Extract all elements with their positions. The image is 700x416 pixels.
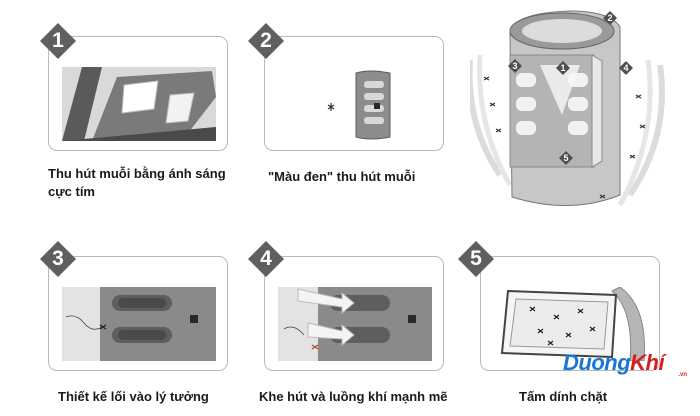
step-2-badge: 2 xyxy=(248,23,284,59)
step-5-panel xyxy=(480,256,660,371)
step-1-number: 1 xyxy=(52,29,64,52)
step-2-caption: "Màu đen" thu hút muỗi xyxy=(268,168,415,186)
mosquito-trap-device-illustration: 1 2 3 4 5 xyxy=(466,5,670,220)
step-1-caption-line1: Thu hút muỗi bằng ánh sáng xyxy=(48,166,226,181)
step-5-caption: Tấm dính chặt xyxy=(519,388,607,406)
step-4-caption: Khe hút và luồng khí mạnh mẽ xyxy=(259,388,448,406)
sticky-sheet-illustration xyxy=(494,287,648,361)
step-1-caption-line2: cực tím xyxy=(48,184,95,199)
step-4-caption-line1: Khe hút và luồng khí mạnh mẽ xyxy=(259,389,448,404)
hero-marker-2: 2 xyxy=(603,11,617,25)
step-2-caption-line1: "Màu đen" thu hút muỗi xyxy=(268,169,416,184)
step-5-caption-line1: Tấm dính chặt xyxy=(519,389,608,404)
hero-marker-4: 4 xyxy=(619,61,633,75)
step-2-number: 2 xyxy=(260,29,272,52)
step-5-number: 5 xyxy=(470,247,482,270)
step-2-panel xyxy=(264,36,444,151)
step-3-caption: Thiết kế lối vào lý tưởng xyxy=(58,388,209,406)
step-1-badge: 1 xyxy=(40,23,76,59)
uv-light-illustration xyxy=(62,67,216,141)
step-5-badge: 5 xyxy=(458,241,494,277)
step-3-panel xyxy=(48,256,228,371)
logo-main: Duong xyxy=(563,350,631,375)
step-3-number: 3 xyxy=(52,247,64,270)
hero-marker-1: 1 xyxy=(556,61,570,75)
logo-text: DuongKhí xyxy=(563,350,665,376)
airflow-illustration xyxy=(278,287,432,361)
step-1-panel xyxy=(48,36,228,151)
step-4-number: 4 xyxy=(260,247,272,270)
hero-marker-3: 3 xyxy=(508,59,522,73)
step-3-caption-line1: Thiết kế lối vào lý tưởng xyxy=(58,389,209,404)
hero-marker-5: 5 xyxy=(559,151,573,165)
step-1-caption: Thu hút muỗi bằng ánh sáng cực tím xyxy=(48,165,226,201)
step-3-badge: 3 xyxy=(40,241,76,277)
step-4-badge: 4 xyxy=(248,241,284,277)
duongkhi-logo: DuongKhí .vn xyxy=(563,350,693,378)
step-4-panel xyxy=(264,256,444,371)
entrance-design-illustration xyxy=(62,287,216,361)
logo-accent: Khí xyxy=(630,350,665,375)
logo-sub: .vn xyxy=(678,372,687,378)
black-color-illustration xyxy=(278,67,432,141)
